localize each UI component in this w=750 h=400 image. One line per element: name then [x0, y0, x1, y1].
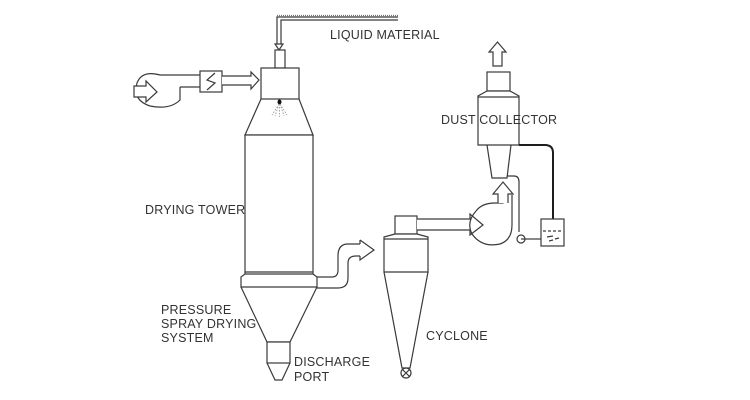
exhaust-fan-icon [469, 195, 513, 246]
label-drying-tower: DRYING TOWER [145, 203, 245, 217]
spray-nozzle-icon [271, 99, 288, 117]
feed-arrow-icon [273, 43, 285, 52]
cyclone-to-fan-arrow-icon [417, 212, 484, 237]
recycle-line [507, 175, 520, 232]
tower-to-cyclone-duct [317, 239, 376, 289]
label-dust-collector: DUST COLLECTOR [441, 113, 557, 127]
label-discharge-line2: PORT [294, 370, 329, 384]
cyclone-icon [383, 215, 429, 379]
label-system-line3: SYSTEM [161, 331, 214, 345]
label-liquid-material: LIQUID MATERIAL [330, 28, 440, 42]
inlet-fan-icon [135, 73, 200, 108]
label-system-line2: SPRAY DRYING [161, 317, 257, 331]
tower-bottom-cone [240, 286, 318, 343]
label-system-line1: PRESSURE [161, 303, 231, 317]
collector-drain-line [519, 144, 554, 224]
air-inlet-arrow-icon [133, 79, 158, 104]
drying-tower-body [244, 134, 314, 276]
label-discharge-line1: DISCHARGE [294, 355, 370, 369]
label-cyclone: CYCLONE [426, 329, 488, 343]
heater-icon [199, 70, 223, 93]
discharge-port-icon [266, 341, 291, 381]
exhaust-arrow-icon [487, 41, 508, 67]
tower-ring [240, 273, 318, 288]
fan-up-arrow-icon [491, 181, 515, 203]
hot-air-arrow-icon [222, 70, 260, 91]
tower-head [260, 67, 300, 100]
nozzle-stub [274, 49, 286, 69]
liquid-feed-pipe [273, 14, 398, 52]
water-tank-icon [540, 218, 565, 247]
